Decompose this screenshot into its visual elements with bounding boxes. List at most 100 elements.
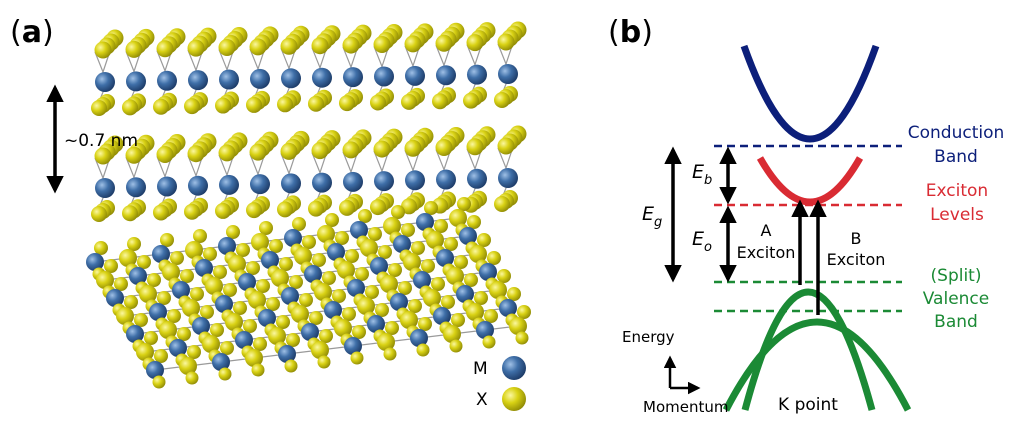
metal-atom <box>498 64 518 84</box>
chalcogen-atom <box>125 40 143 58</box>
metal-atom <box>343 67 363 88</box>
chalcogen-atom <box>153 98 169 115</box>
chalcogen-atom <box>311 37 329 55</box>
metal-atom <box>169 339 187 357</box>
metal-atom <box>498 168 518 188</box>
chalcogen-atom <box>451 313 465 327</box>
chalcogen-atom <box>144 331 158 345</box>
chalcogen-atom <box>213 265 227 279</box>
chalcogen-atom <box>434 219 448 233</box>
chalcogen-atom <box>122 205 138 222</box>
chalcogen-atom <box>418 317 432 331</box>
chalcogen-atom <box>246 261 260 275</box>
exciton-levels-label-2: Levels <box>930 205 984 225</box>
b-exciton-label-2: Exciton <box>827 250 886 269</box>
metal-atom <box>324 301 342 319</box>
chalcogen-atom <box>421 259 435 273</box>
metal-atom <box>261 251 279 269</box>
chalcogen-atom <box>91 100 107 116</box>
chalcogen-atom <box>380 275 398 293</box>
metal-atom <box>374 66 394 87</box>
chalcogen-atom <box>156 40 174 58</box>
conduction-label-2: Band <box>934 147 978 167</box>
chalcogen-atom <box>203 247 217 261</box>
chalcogen-atom <box>104 259 118 273</box>
metal-atom <box>188 175 208 196</box>
chalcogen-atom <box>226 225 240 239</box>
energy-axis-label: Energy <box>622 328 675 346</box>
chalcogen-atom <box>457 197 471 211</box>
metal-atom <box>281 173 301 194</box>
chalcogen-atom <box>286 333 300 347</box>
legend-metal-label: M <box>473 359 488 379</box>
chalcogen-atom <box>350 351 364 365</box>
chalcogen-atom <box>187 345 201 359</box>
legend-chalcogen-icon <box>502 387 526 411</box>
panel-b-letter: b <box>620 15 641 50</box>
metal-atom <box>126 177 146 198</box>
metal-atom <box>370 257 388 275</box>
chalcogen-atom <box>489 281 507 299</box>
metal-atom <box>95 178 115 198</box>
exciton-levels-label-1: Exciton <box>926 181 988 201</box>
chalcogen-atom <box>385 321 399 335</box>
chalcogen-atom <box>497 33 515 51</box>
metal-atom <box>146 361 164 379</box>
chalcogen-atom <box>276 315 290 329</box>
exciton-level-curve <box>756 156 864 206</box>
chalcogen-atom <box>259 221 273 235</box>
metal-atom <box>129 267 147 285</box>
chalcogen-atom <box>248 291 266 309</box>
chalcogen-atom <box>256 279 270 293</box>
optical-gap-label: Eo <box>692 228 712 255</box>
chalcogen-atom <box>139 285 157 303</box>
chalcogen-atom <box>401 223 415 237</box>
metal-atom <box>219 69 239 90</box>
a-exciton-label-2: Exciton <box>737 243 796 262</box>
metal-atom <box>327 243 345 261</box>
conduction-label-1: Conduction <box>908 123 1005 143</box>
chalcogen-atom <box>484 309 498 323</box>
chalcogen-atom <box>193 229 207 243</box>
metal-atom <box>312 172 332 193</box>
chalcogen-atom <box>253 337 267 351</box>
chalcogen-atom <box>515 331 529 345</box>
chalcogen-atom <box>251 363 265 377</box>
metal-atom <box>467 64 487 85</box>
chalcogen-atom <box>358 209 372 223</box>
chalcogen-atom <box>185 371 199 385</box>
metal-atom <box>304 265 322 283</box>
chalcogen-atom <box>311 341 329 359</box>
chalcogen-atom <box>137 255 151 269</box>
chalcogen-atom <box>91 206 107 222</box>
chalcogen-atom <box>160 233 174 247</box>
chalcogen-atom <box>114 277 128 291</box>
metal-atom <box>215 295 233 313</box>
metal-atom <box>301 323 319 341</box>
chalcogen-atom <box>277 96 293 113</box>
panel-a: (a) ~0.7 nm M X <box>10 15 531 411</box>
valence-band-lower-curve <box>722 318 912 412</box>
chalcogen-atom <box>449 209 467 227</box>
metal-atom <box>192 317 210 335</box>
chalcogen-atom <box>280 142 298 160</box>
chalcogen-atom <box>249 38 267 56</box>
chalcogen-atom <box>180 269 194 283</box>
chalcogen-atom <box>345 249 359 263</box>
chalcogen-atom <box>223 283 237 297</box>
chalcogen-atom <box>325 213 339 227</box>
chalcogen-atom <box>342 36 360 54</box>
chalcogen-atom <box>469 245 487 263</box>
chalcogen-atom <box>187 39 205 57</box>
metal-atom <box>250 68 270 89</box>
metal-atom <box>433 307 451 325</box>
metal-atom <box>188 70 208 91</box>
chalcogen-atom <box>185 241 203 259</box>
chalcogen-atom <box>156 145 174 163</box>
chalcogen-atom <box>317 355 331 369</box>
chalcogen-atom <box>435 139 453 157</box>
metal-atom <box>413 271 431 289</box>
chalcogen-atom <box>404 139 422 157</box>
panel-b: (b) Conduction Band Exciton Levels (Spli… <box>608 15 1004 416</box>
chalcogen-atom <box>446 267 464 285</box>
